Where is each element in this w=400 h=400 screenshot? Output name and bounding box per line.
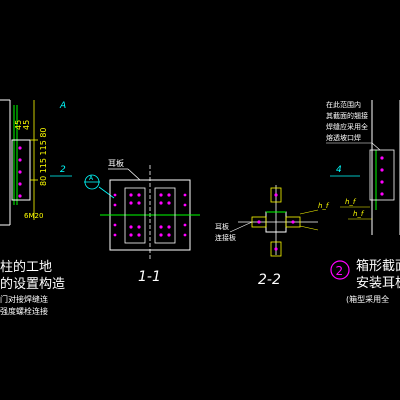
right-title-line1: 箱形截面 xyxy=(356,258,400,274)
leader-line xyxy=(371,142,381,151)
bolt-group-right-detail xyxy=(380,156,384,196)
left-title-line1: 柱的工地 xyxy=(0,259,52,275)
left-splice-detail: 80 115 115 80 45 45 A 2 6M20 柱的工地 的设置构造 … xyxy=(0,99,72,316)
bolt-icon xyxy=(18,182,22,186)
bolt-icon xyxy=(18,194,22,198)
leader-line xyxy=(127,168,141,181)
right-note-line3: 焊缝应采用全 xyxy=(326,122,368,131)
ear-plate-bottom xyxy=(270,241,282,257)
section-title-1-1: 1-1 xyxy=(138,269,161,285)
splice-plate-right xyxy=(154,187,176,244)
bolt-group-flange xyxy=(113,193,187,237)
bolt-group-right xyxy=(159,193,171,237)
leader-line xyxy=(229,221,253,233)
ear-plate-top xyxy=(270,187,282,203)
leader-line xyxy=(299,225,319,231)
connect-plate-label: 连接板 xyxy=(215,233,236,242)
section-mark-a: A xyxy=(59,101,66,111)
section-2-2: 耳板 连接板 h_f 2-2 xyxy=(215,185,330,288)
bolt-icon xyxy=(18,158,22,162)
dim-top-2: 45 xyxy=(22,120,31,130)
right-note-line2: 其截面的翘接 xyxy=(326,111,368,120)
weld-symbol-label: h_f xyxy=(345,198,357,206)
right-note-bottom: (箱型采用全 xyxy=(346,294,389,304)
dim-side-label: 80 115 115 80 xyxy=(39,127,48,186)
cut-mark-letter: A xyxy=(89,175,94,182)
bolt-label: 6M20 xyxy=(24,212,43,220)
bolt-icon xyxy=(18,170,22,174)
right-note-line4: 熔透坡口焊 xyxy=(326,133,361,142)
left-title-line2: 的设置构造 xyxy=(0,276,65,292)
bolt-group-left xyxy=(129,193,141,237)
bolt-icon xyxy=(18,146,22,150)
right-note-line1: 在此范围内 xyxy=(326,100,361,109)
splice-plate xyxy=(369,149,395,201)
section-mark-4: 4 xyxy=(336,165,342,175)
section-mark-2: 2 xyxy=(60,165,66,175)
detail-number: 2 xyxy=(336,264,344,278)
left-note-line2: 强度螺栓连接 xyxy=(0,306,48,316)
ear-plate-label: 耳板 xyxy=(108,158,124,168)
right-splice-detail: 在此范围内 其截面的翘接 焊缝应采用全 熔透坡口焊 4 h_f h_f 2 箱形… xyxy=(326,100,400,304)
ear-plate-label: 耳板 xyxy=(215,222,229,231)
weld-symbol-label: h_f xyxy=(318,202,330,210)
right-title-line2: 安装耳板 xyxy=(356,276,400,291)
cut-mark-leader xyxy=(98,186,115,199)
detail-number-circle xyxy=(330,260,350,280)
leader-line xyxy=(299,209,319,215)
splice-plate xyxy=(11,139,31,201)
left-note-line1: 门对接焊缝连 xyxy=(0,294,48,304)
section-title-2-2: 2-2 xyxy=(258,272,281,288)
bolt-group-2-2 xyxy=(257,193,295,251)
dim-top-1: 45 xyxy=(14,120,23,130)
ear-plate-right xyxy=(285,216,301,228)
splice-plate-left xyxy=(124,187,146,244)
section-1-1: 耳板 A xyxy=(84,158,200,285)
weld-symbol-label: h_f xyxy=(353,210,365,218)
